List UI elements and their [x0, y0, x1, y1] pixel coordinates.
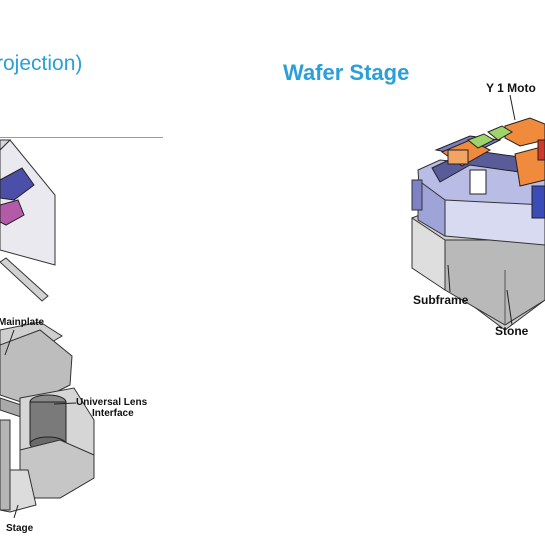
y1-motor-face [448, 150, 468, 164]
label-stone: Stone [495, 325, 528, 337]
heading-divider [0, 137, 163, 138]
bracket-white [470, 170, 486, 194]
stone-front [445, 240, 545, 325]
subframe-post [412, 180, 422, 210]
label-y1-motor: Y 1 Moto [486, 82, 536, 94]
blue-actuator [532, 186, 545, 218]
label-mainplate: Mainplate [0, 317, 44, 328]
label-universal-lens: Universal Lens [76, 397, 147, 408]
label-stage: Stage [6, 523, 33, 534]
wafer-stage-heading: Wafer Stage [283, 60, 409, 86]
projection-heading: rojection) [0, 52, 82, 76]
label-subframe: Subframe [413, 294, 468, 306]
motor-red-part [538, 140, 545, 160]
label-interface: Interface [92, 408, 134, 419]
